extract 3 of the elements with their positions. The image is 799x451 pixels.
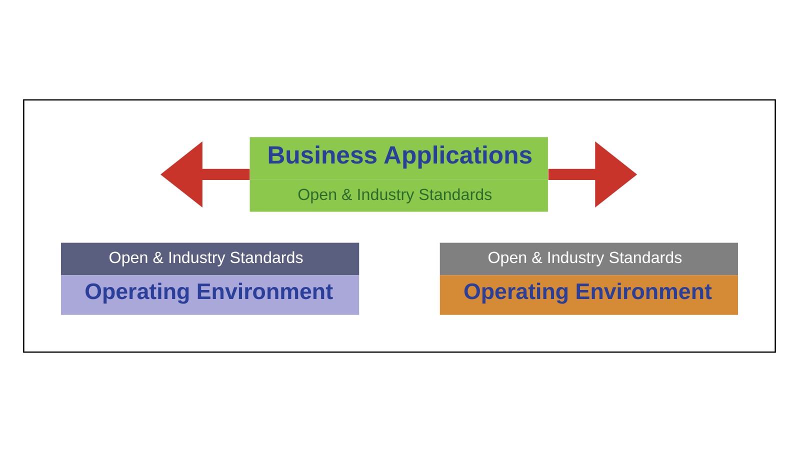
cluster (23, 98, 776, 352)
arrow (548, 140, 638, 207)
arrow (160, 140, 250, 207)
